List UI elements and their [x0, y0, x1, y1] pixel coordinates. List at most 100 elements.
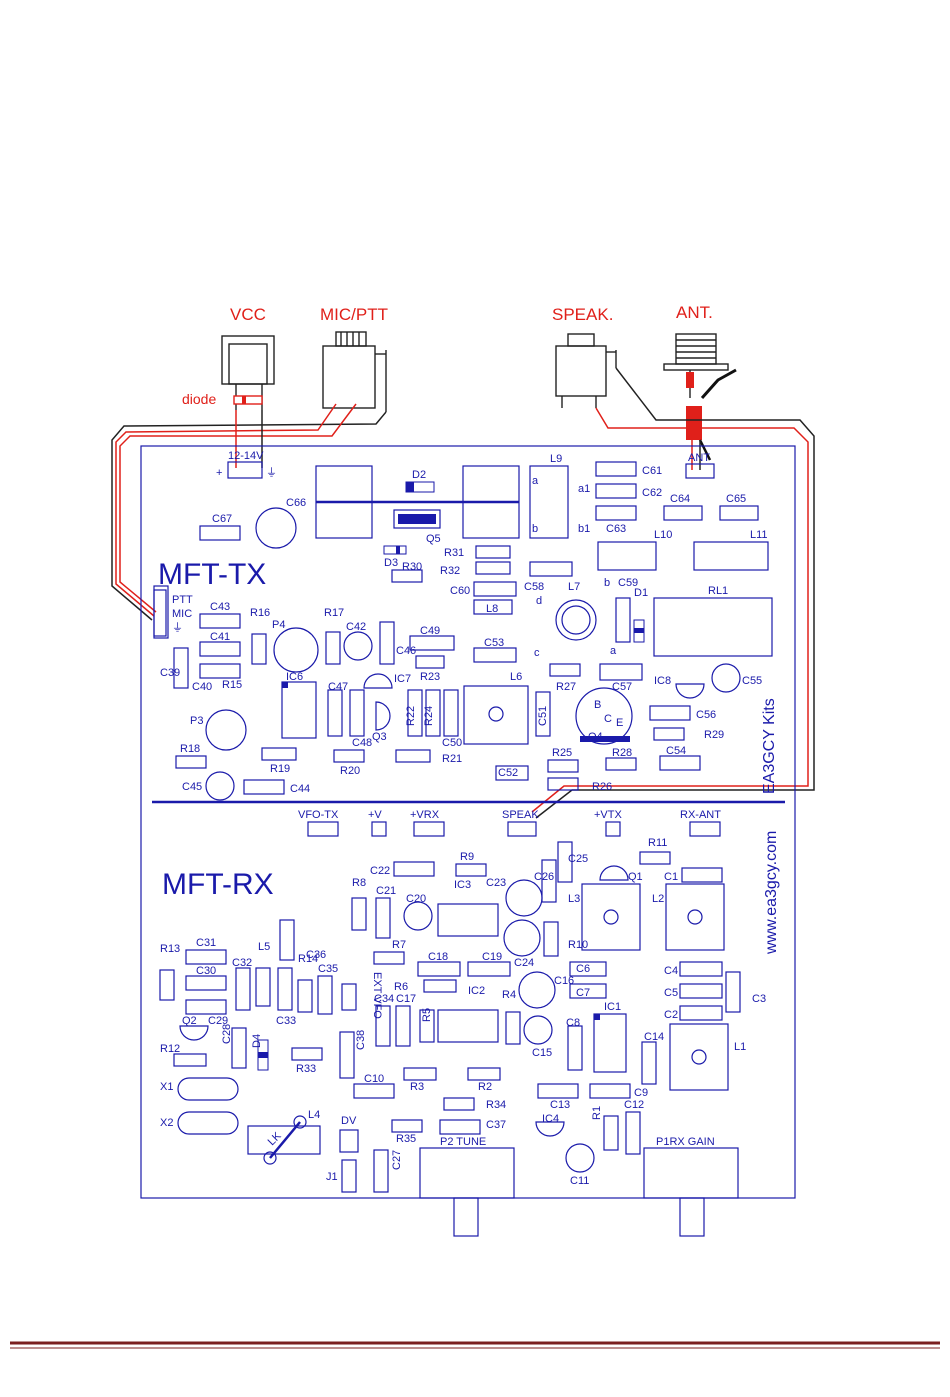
component-label-c27: C27	[391, 1150, 403, 1170]
component-label-c46: C46	[396, 645, 416, 657]
speak-pad-label: SPEAK	[502, 809, 539, 821]
wiring	[111, 367, 815, 819]
component-label-c13: C13	[550, 1099, 570, 1111]
component-label-r8: R8	[352, 877, 366, 889]
component-label-c54: C54	[666, 745, 686, 757]
component-label-c2: C2	[664, 1009, 678, 1021]
component-label-c15: C15	[532, 1047, 552, 1059]
component-label-c51: C51	[537, 706, 549, 726]
l7-tap-b-label: b	[604, 577, 610, 589]
component-label-p3: P3	[190, 715, 203, 727]
component-label-c52: C52	[498, 767, 518, 779]
component-label-c20: C20	[406, 893, 426, 905]
dv-label: DV	[341, 1115, 357, 1127]
component-label-c60: C60	[450, 585, 470, 597]
component-label-c5: C5	[664, 987, 678, 999]
component-label-l8: L8	[486, 603, 498, 615]
component-label-c32: C32	[232, 957, 252, 969]
mic-pad-label: MIC	[172, 608, 192, 620]
website-label: www.ea3gcy.com	[763, 831, 780, 955]
component-label-ic2: IC2	[468, 985, 485, 997]
component-label-d1: D1	[634, 587, 648, 599]
component-label-c65: C65	[726, 493, 746, 505]
component-label-r34: R34	[486, 1099, 506, 1111]
component-label-r26: R26	[592, 781, 612, 793]
q4-b-label: B	[594, 699, 601, 711]
component-label-r6: R6	[394, 981, 408, 993]
rx-ant-label: RX-ANT	[680, 809, 721, 821]
component-label-c18: C18	[428, 951, 448, 963]
plus-sign: +	[216, 467, 222, 479]
component-label-r31: R31	[444, 547, 464, 559]
component-label-l11: L11	[750, 529, 768, 541]
component-label-r5: R5	[421, 1008, 433, 1022]
component-label-r4: R4	[502, 989, 516, 1001]
l7-tap-a-label: a	[610, 645, 617, 657]
component-label-r17: R17	[324, 607, 344, 619]
ant-pad-label: ANT	[688, 452, 710, 464]
tx-title: MFT-TX	[158, 558, 266, 591]
component-label-c7: C7	[576, 987, 590, 999]
component-label-r22: R22	[405, 706, 417, 726]
component-label-x2: X2	[160, 1117, 173, 1129]
component-label-c21: C21	[376, 885, 396, 897]
component-label-c9: C9	[634, 1087, 648, 1099]
component-label-c48: C48	[352, 737, 372, 749]
component-label-d4: D4	[251, 1034, 263, 1048]
speaker-jack	[555, 333, 617, 408]
component-label-r18: R18	[180, 743, 200, 755]
component-label-r11: R11	[648, 837, 667, 849]
component-label-c49: C49	[420, 625, 440, 637]
component-label-ic8: IC8	[654, 675, 671, 687]
component-label-r32: R32	[440, 565, 460, 577]
component-label-r9: R9	[460, 851, 474, 863]
connector-labels: VCC MIC/PTT SPEAK. ANT. diode	[182, 303, 713, 407]
component-label-c35: C35	[318, 963, 338, 975]
rx-title: MFT-RX	[162, 868, 274, 901]
component-label-c62: C62	[642, 487, 662, 499]
pad-labels: 12-14V + ⏚ PTT MIC ⏚ ANT VFO-TX +V +VRX …	[153, 450, 721, 1148]
component-label-c40: C40	[192, 681, 212, 693]
component-label-r24: R24	[423, 706, 435, 726]
section-titles: MFT-TX MFT-RX EA3GCY Kits www.ea3gcy.com	[158, 558, 780, 955]
component-label-r27: R27	[556, 681, 576, 693]
component-label-c11: C11	[570, 1175, 589, 1187]
component-label-q1: Q1	[628, 871, 643, 883]
component-label-r25: R25	[552, 747, 572, 759]
component-label-r15: R15	[222, 679, 242, 691]
component-label-c14: C14	[644, 1031, 664, 1043]
component-label-r1: R1	[591, 1106, 603, 1120]
component-label-rl1: RL1	[708, 585, 728, 597]
rx-section-parts	[159, 821, 741, 1237]
ground-icon: ⏚	[172, 621, 183, 634]
component-label-c26: C26	[534, 871, 554, 883]
component-label-r29: R29	[704, 729, 724, 741]
component-label-c38: C38	[355, 1030, 367, 1050]
component-label-c47: C47	[328, 681, 348, 693]
supply-pad-label: 12-14V	[228, 450, 264, 462]
component-label-d3: D3	[384, 557, 398, 569]
ptt-pad-label: PTT	[172, 594, 193, 606]
component-label-r10: R10	[568, 939, 588, 951]
component-label-l2: L2	[652, 893, 664, 905]
component-label-l4: L4	[308, 1109, 320, 1121]
component-label-d2: D2	[412, 469, 426, 481]
component-label-l9: L9	[550, 453, 562, 465]
component-label-c10: C10	[364, 1073, 384, 1085]
component-label-c12: C12	[624, 1099, 644, 1111]
component-label-r3: R3	[410, 1081, 424, 1093]
component-label-c39: C39	[160, 667, 180, 679]
component-label-c29: C29	[208, 1015, 228, 1027]
component-label-r2: R2	[478, 1081, 492, 1093]
component-label-ic7: IC7	[394, 673, 411, 685]
component-label-c55: C55	[742, 675, 762, 687]
component-label-c4: C4	[664, 965, 678, 977]
vcc-label: VCC	[230, 305, 266, 324]
tap-a-label: a	[532, 475, 539, 487]
plus-vtx-label: +VTX	[594, 809, 622, 821]
component-label-c58: C58	[524, 581, 544, 593]
component-label-r7: R7	[392, 939, 406, 951]
l7-tap-c-label: c	[534, 647, 540, 659]
component-label-c31: C31	[196, 937, 216, 949]
